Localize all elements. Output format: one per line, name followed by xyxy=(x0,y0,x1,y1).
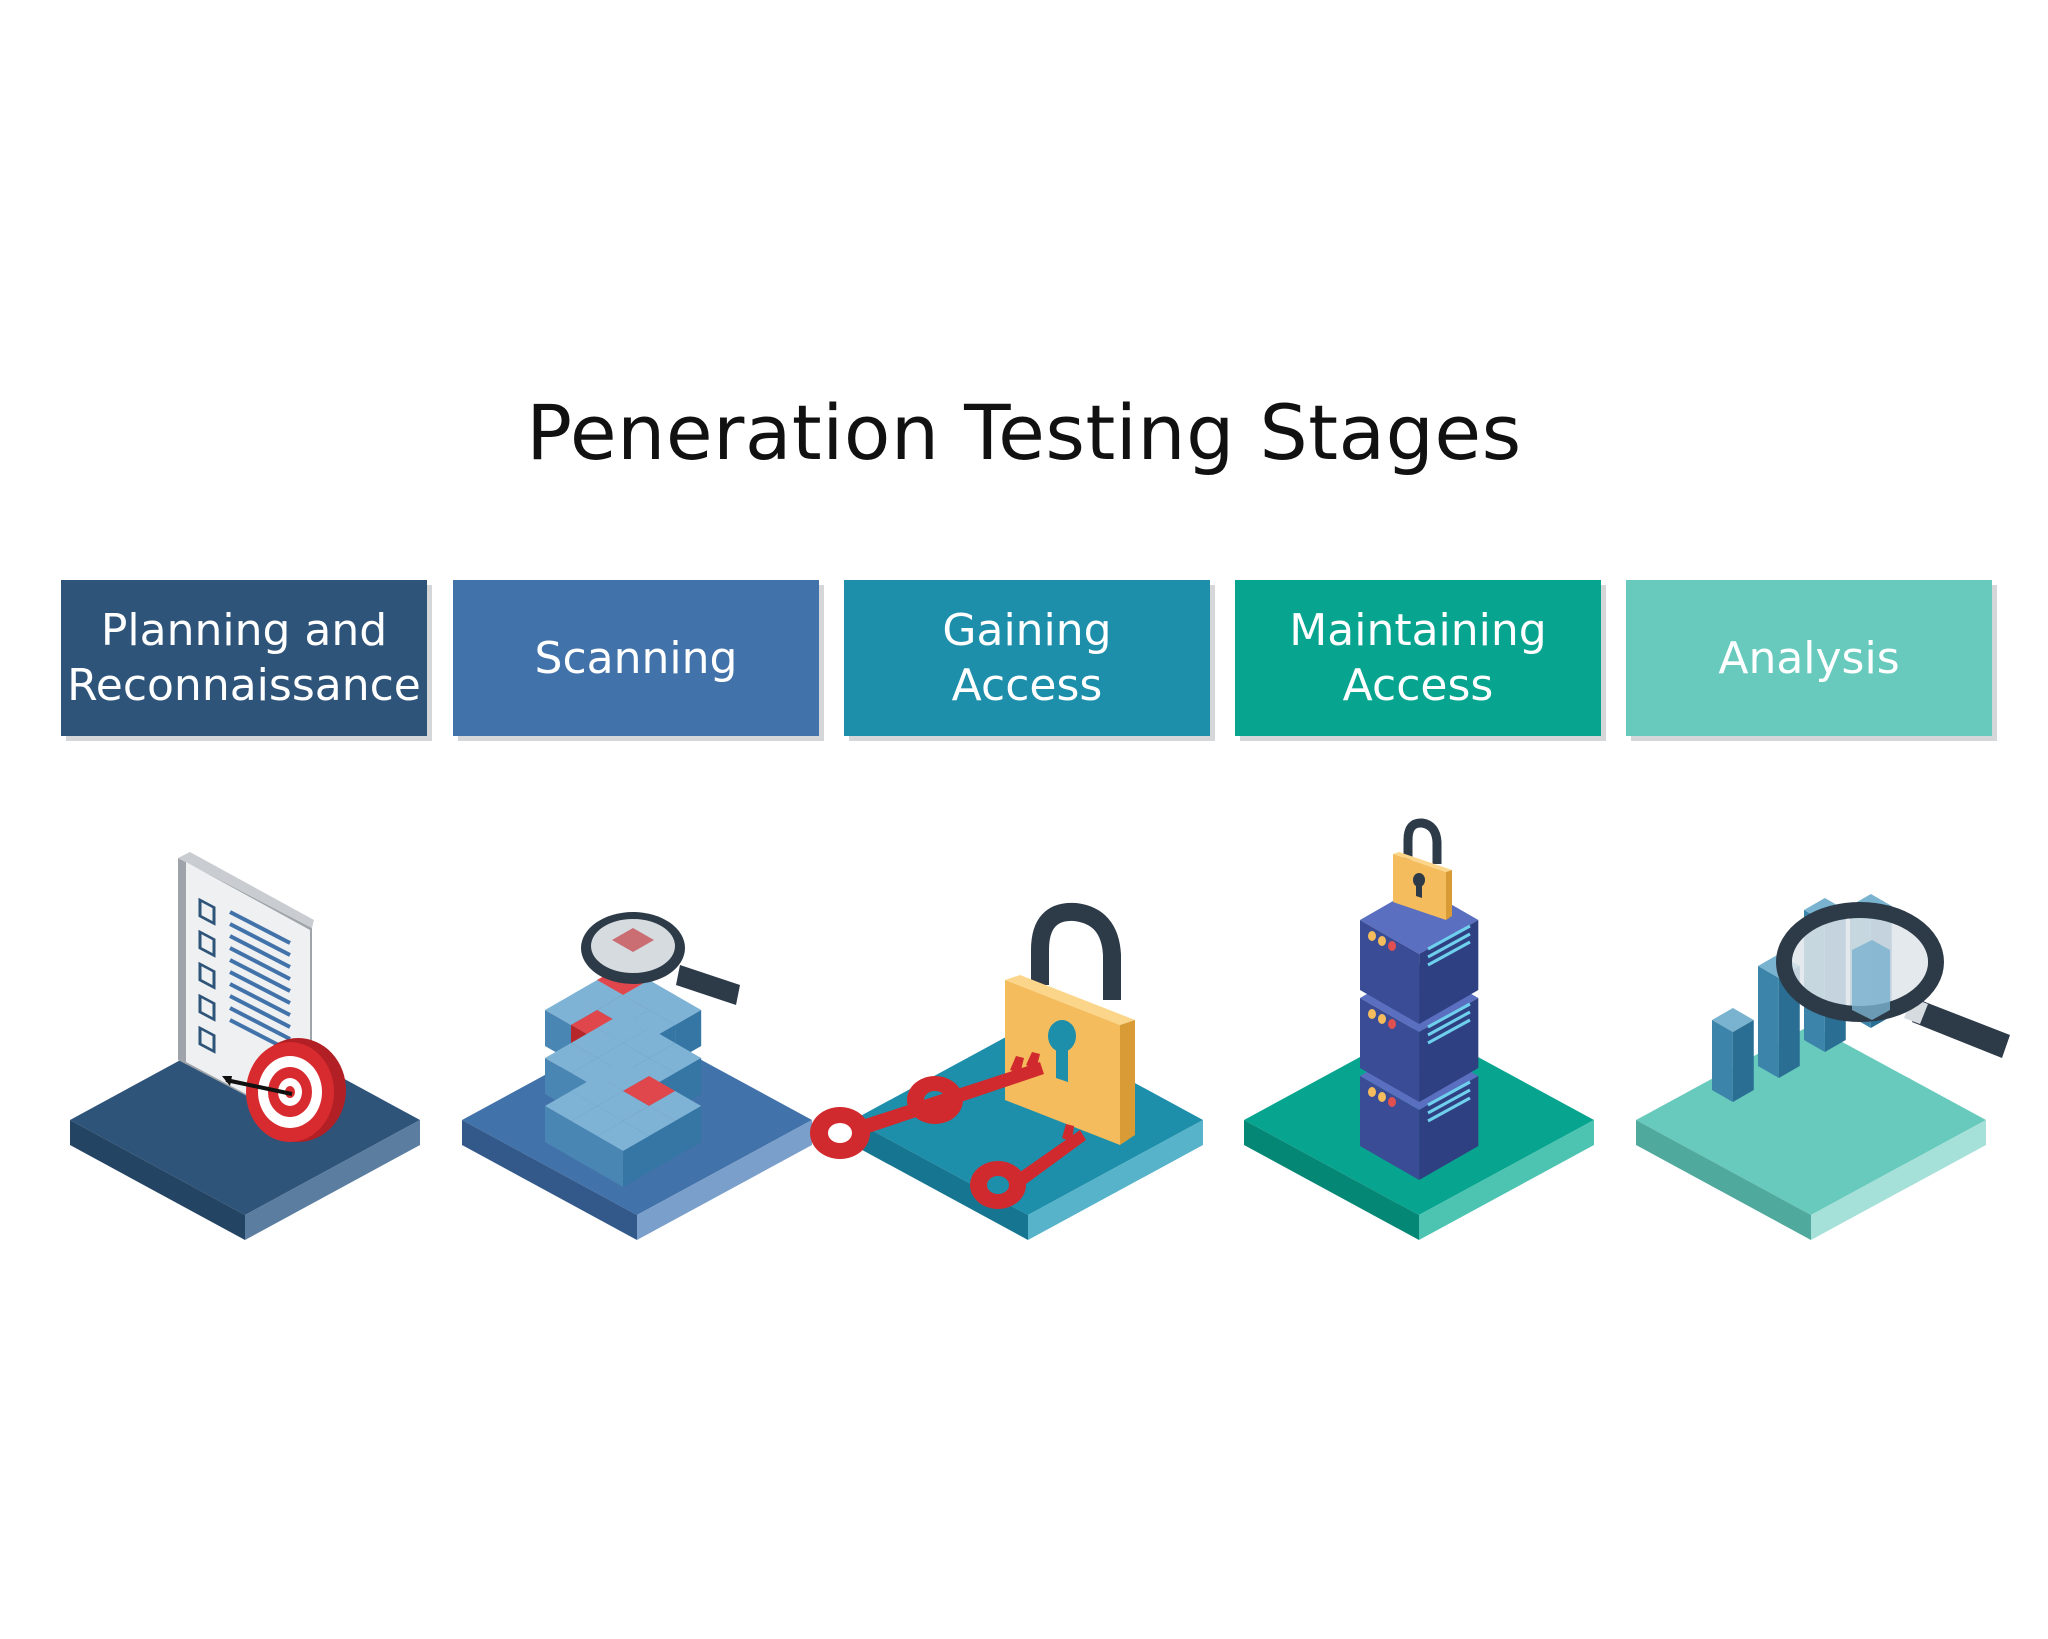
stage-label-gaining-access: Gaining Access xyxy=(844,580,1210,736)
stage-label-text: Scanning xyxy=(534,632,738,684)
document-target-icon xyxy=(70,852,420,1240)
stage-label-text: Maintaining Access xyxy=(1289,605,1547,711)
page-title: Peneration Testing Stages xyxy=(526,388,1522,477)
magnifier-cube-grid-icon xyxy=(462,912,812,1240)
stage-label-analysis: Analysis xyxy=(1626,580,1992,736)
magnifier-bar-chart-icon xyxy=(1636,894,2010,1240)
padlock-keys-icon xyxy=(810,902,1203,1240)
stage-label-planning-reconnaissance: Planning and Reconnaissance xyxy=(61,580,427,736)
stage-illustrations xyxy=(70,818,2010,1240)
stage-label-scanning: Scanning xyxy=(453,580,819,736)
stage-label-text: Planning and Reconnaissance xyxy=(67,605,421,711)
stage-label-text: Analysis xyxy=(1718,632,1900,684)
server-stack-lock-icon xyxy=(1244,818,1594,1240)
stage-label-text: Gaining Access xyxy=(942,605,1112,711)
stage-label-maintaining-access: Maintaining Access xyxy=(1235,580,1601,736)
